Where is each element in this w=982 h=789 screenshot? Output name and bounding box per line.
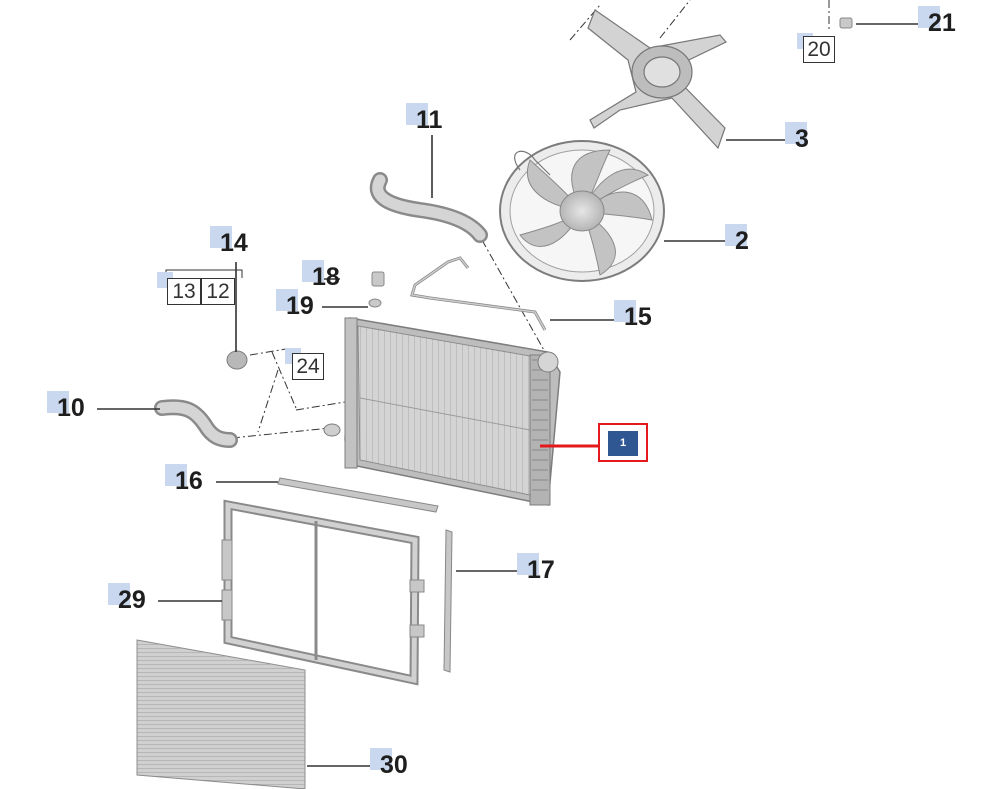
callout-18[interactable]: 18 — [302, 260, 342, 290]
callout-16[interactable]: 16 — [165, 464, 205, 494]
callout-17[interactable]: 17 — [517, 553, 557, 583]
callout-15[interactable]: 15 — [614, 300, 654, 330]
callout-10[interactable]: 10 — [47, 391, 87, 421]
selected-part-highlight[interactable]: 1 — [598, 423, 648, 462]
callout-19[interactable]: 19 — [276, 289, 316, 319]
radiator — [323, 317, 561, 506]
callout-29[interactable]: 29 — [108, 583, 148, 613]
callout-11[interactable]: 11 — [406, 103, 446, 133]
ref-box-20[interactable]: 20 — [803, 36, 835, 63]
callout-14[interactable]: 14 — [210, 226, 250, 256]
ref-box-12[interactable]: 12 — [201, 278, 235, 305]
condenser — [136, 639, 306, 789]
callout-21[interactable]: 21 — [918, 6, 962, 36]
callout-2[interactable]: 2 — [725, 224, 755, 254]
selected-part-label: 1 — [608, 431, 638, 456]
callout-30[interactable]: 30 — [370, 748, 410, 778]
bleed-pipe — [410, 256, 547, 331]
lower-hose — [154, 399, 238, 448]
ref-box-24[interactable]: 24 — [292, 353, 324, 380]
seal-strip-16 — [277, 477, 439, 513]
side-seal-17 — [443, 529, 453, 673]
air-duct-frame — [221, 499, 425, 686]
upper-hose — [369, 172, 488, 243]
shroud-bracket — [587, 9, 727, 150]
callout-3[interactable]: 3 — [785, 122, 815, 152]
ref-box-13[interactable]: 13 — [167, 278, 201, 305]
cooling-fan — [499, 140, 665, 282]
